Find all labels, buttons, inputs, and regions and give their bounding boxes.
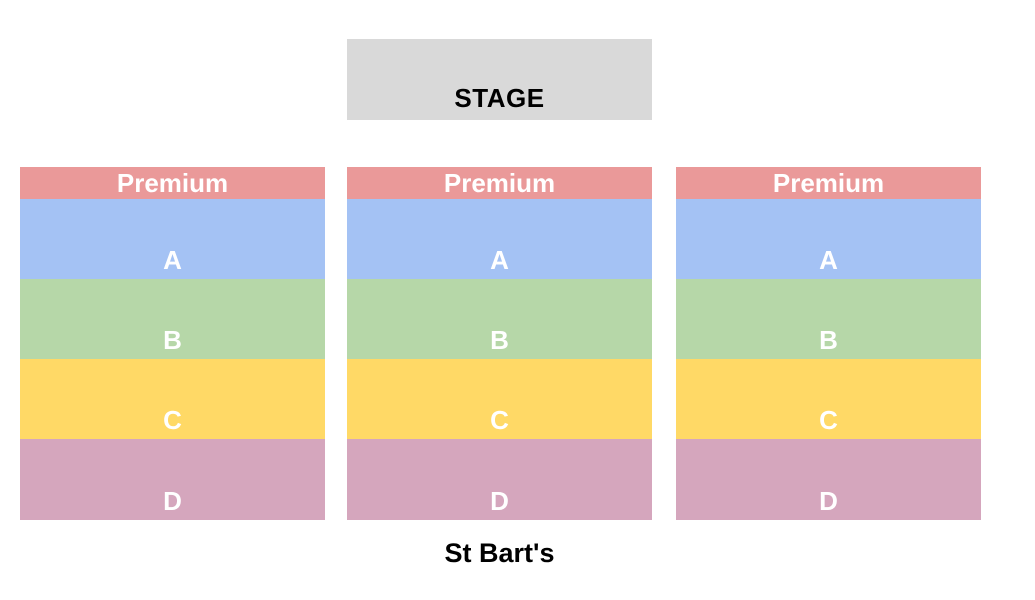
tier-label: Premium [443,168,556,198]
tier-a[interactable]: A [347,199,652,279]
tier-label: C [819,405,838,435]
tier-label: D [490,486,509,516]
tier-label: B [490,325,509,355]
tier-c[interactable]: C [20,359,325,439]
tier-label: A [490,245,509,275]
tier-premium[interactable]: Premium [347,167,652,199]
tier-c[interactable]: C [676,359,981,439]
tier-label: A [819,245,838,275]
seating-section-center: Premium A B C D [347,167,652,520]
tier-d[interactable]: D [20,439,325,520]
tier-label: B [819,325,838,355]
tier-a[interactable]: A [676,199,981,279]
tier-label: C [163,405,182,435]
tier-label: C [490,405,509,435]
tier-premium[interactable]: Premium [676,167,981,199]
stage: STAGE [347,39,652,120]
tier-label: Premium [116,168,229,198]
tier-label: A [163,245,182,275]
tier-label: D [163,486,182,516]
tier-b[interactable]: B [20,279,325,359]
tier-a[interactable]: A [20,199,325,279]
tier-d[interactable]: D [347,439,652,520]
tier-premium[interactable]: Premium [20,167,325,199]
tier-b[interactable]: B [347,279,652,359]
tier-label: D [819,486,838,516]
seating-section-right: Premium A B C D [676,167,981,520]
venue-name: St Bart's [444,538,555,568]
tier-label: Premium [772,168,885,198]
tier-c[interactable]: C [347,359,652,439]
seating-section-left: Premium A B C D [20,167,325,520]
stage-label: STAGE [454,83,545,113]
tier-d[interactable]: D [676,439,981,520]
tier-label: B [163,325,182,355]
tier-b[interactable]: B [676,279,981,359]
